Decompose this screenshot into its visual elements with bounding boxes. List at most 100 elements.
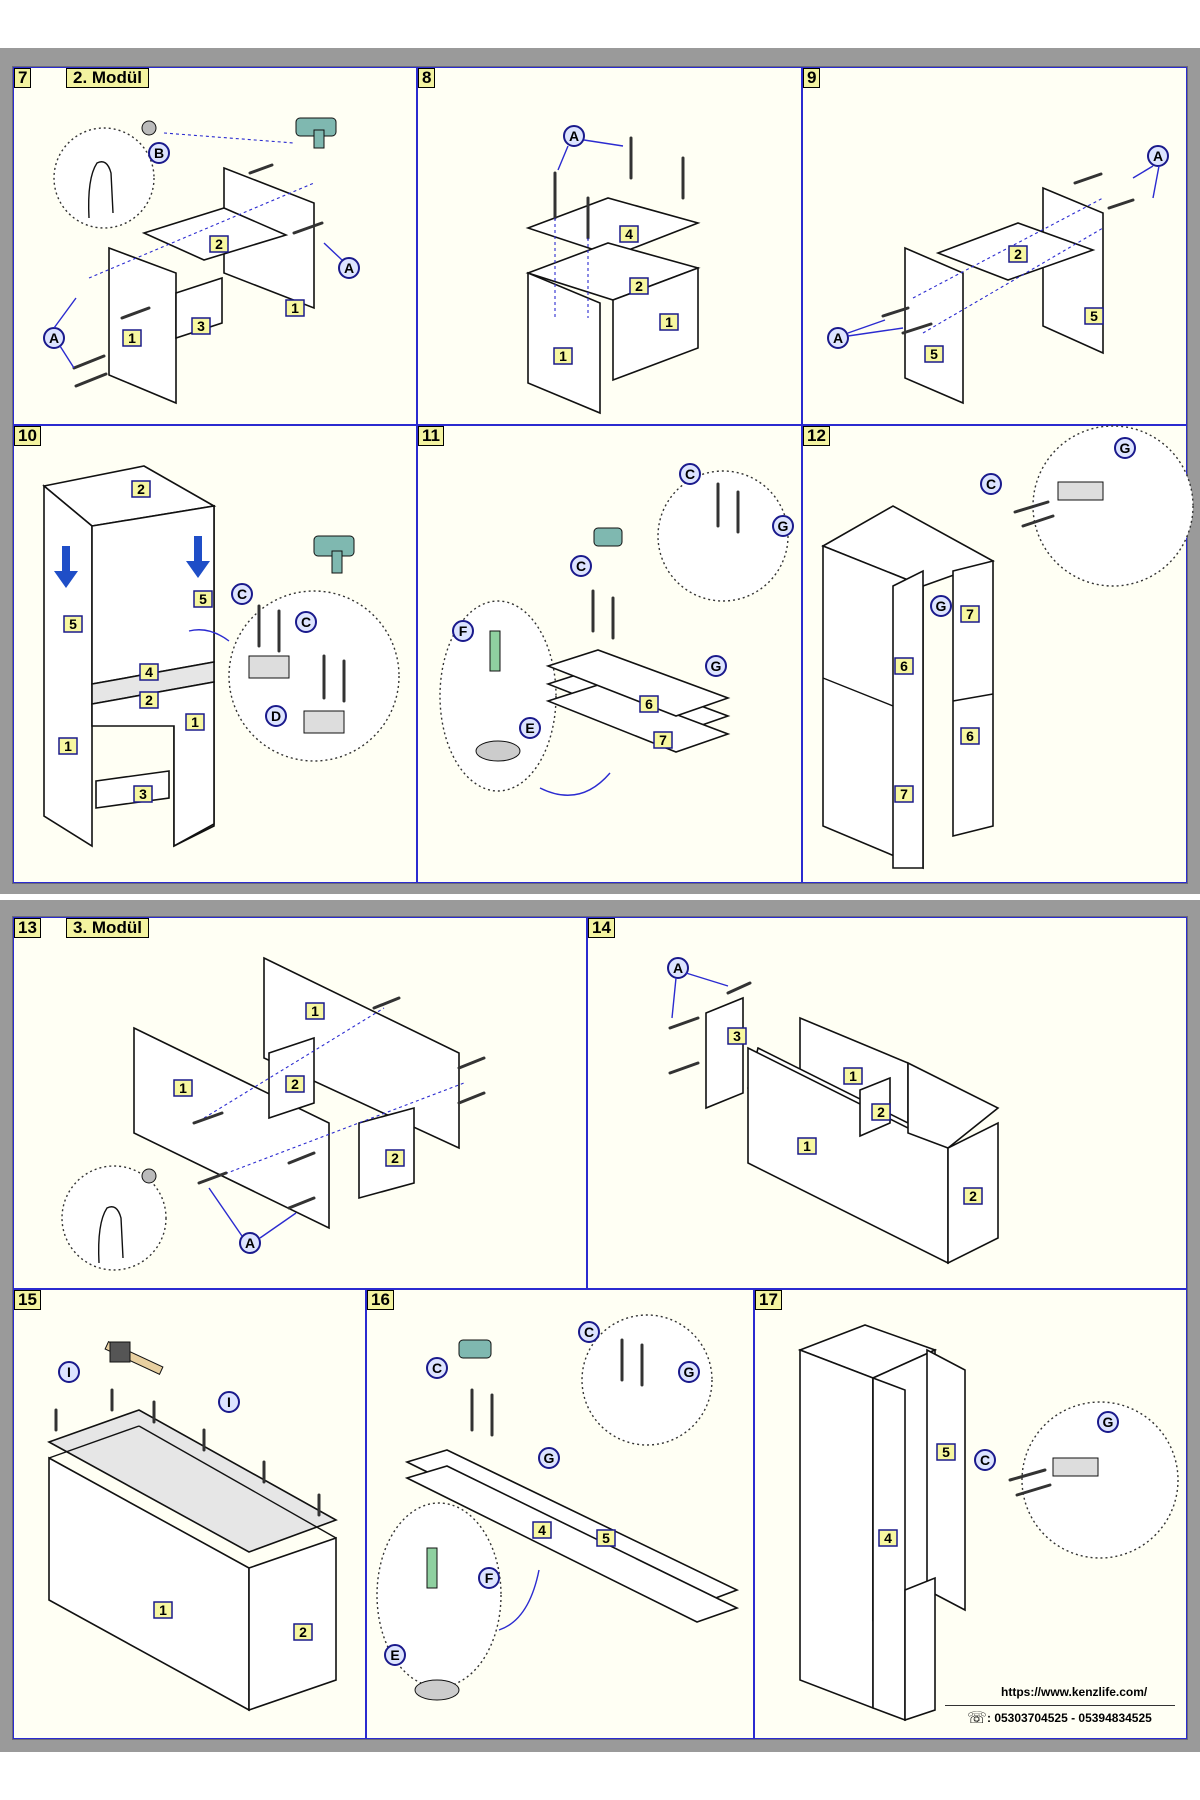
svg-text:2: 2 — [215, 236, 223, 252]
part-number-2: 2 — [285, 1075, 305, 1093]
hardware-tag-e: E — [519, 717, 541, 739]
top-panel-2 — [141, 207, 289, 261]
svg-text:6: 6 — [645, 696, 653, 712]
step-panel-7: 7 2. Modül B A A — [13, 67, 417, 425]
door-panel-5 — [926, 1348, 966, 1612]
step-panel-16: 16 C C G G F E 5 4 — [366, 1289, 754, 1739]
part-number-2: 2 — [629, 277, 649, 295]
svg-text:5: 5 — [199, 591, 207, 607]
step-panel-13: 13 3. Modül A — [13, 917, 587, 1289]
part-number-7: 7 — [960, 605, 980, 623]
hardware-tag-g: G — [538, 1447, 560, 1469]
step-number: 10 — [14, 426, 41, 446]
part-number-6: 6 — [894, 657, 914, 675]
hardware-tag-a: A — [1147, 145, 1169, 167]
part-number-1: 1 — [173, 1079, 193, 1097]
svg-text:C: C — [576, 558, 586, 574]
svg-text:2: 2 — [291, 1076, 299, 1092]
website-url[interactable]: https://www.kenzlife.com/ — [1001, 1685, 1148, 1699]
svg-text:1: 1 — [665, 314, 673, 330]
hardware-tag-c: C — [231, 583, 253, 605]
zoom-callout-hinge — [1021, 1401, 1179, 1559]
svg-text:E: E — [525, 720, 534, 736]
part-number-1: 1 — [153, 1601, 173, 1619]
part-number-3: 3 — [133, 785, 153, 803]
end-panel-3 — [705, 996, 744, 1110]
step-number: 12 — [803, 426, 830, 446]
svg-text:5: 5 — [942, 1444, 950, 1460]
svg-text:6: 6 — [900, 658, 908, 674]
part-number-4: 4 — [139, 663, 159, 681]
step-number: 7 — [14, 68, 32, 88]
step-panel-17: 17 C G 4 5 https://www.kenzlife.com/ ☏ — [754, 1289, 1187, 1739]
zoom-callout-hinge — [581, 1314, 713, 1446]
phone-numbers[interactable]: : 05303704525 - 05394834525 — [987, 1711, 1152, 1725]
hardware-tag-a: A — [239, 1232, 261, 1254]
part-number-1: 1 — [285, 299, 305, 317]
part-number-1: 1 — [185, 713, 205, 731]
svg-text:2: 2 — [877, 1104, 885, 1120]
footer-rule — [945, 1705, 1175, 1706]
module-label: 2. Modül — [66, 68, 149, 88]
hardware-tag-e: E — [384, 1644, 406, 1666]
svg-text:F: F — [485, 1570, 494, 1586]
svg-text:B: B — [154, 145, 164, 161]
svg-text:A: A — [1153, 148, 1163, 164]
svg-text:3: 3 — [197, 318, 205, 334]
step-number: 16 — [367, 1290, 394, 1310]
part-number-5: 5 — [936, 1443, 956, 1461]
step-14-illustration: A 3 1 2 1 2 — [667, 957, 1000, 1265]
part-number-2: 2 — [209, 235, 229, 253]
part-number-4: 4 — [878, 1529, 898, 1547]
part-number-5: 5 — [924, 345, 944, 363]
module-label: 3. Modül — [66, 918, 149, 938]
svg-text:G: G — [936, 598, 947, 614]
door-top — [545, 649, 731, 717]
step-13-illustration: A 1 1 2 2 — [61, 956, 486, 1271]
step-16-illustration: C C G G F E 5 4 — [376, 1314, 740, 1701]
step-panel-15: 15 I I 1 2 — [13, 1289, 366, 1739]
side-panel-1 — [527, 271, 601, 415]
step-number: 17 — [755, 1290, 782, 1310]
svg-text:I: I — [227, 1394, 231, 1410]
side-panel-1a — [108, 246, 177, 405]
part-number-4: 4 — [532, 1521, 552, 1539]
svg-text:2: 2 — [1014, 246, 1022, 262]
sheet-inner: 7 2. Modül B A A — [12, 66, 1194, 884]
part-number-7: 7 — [894, 785, 914, 803]
hardware-tag-g: G — [1097, 1411, 1119, 1433]
svg-text:C: C — [301, 614, 311, 630]
door-panel-4 — [872, 1376, 906, 1722]
svg-text:2: 2 — [137, 481, 145, 497]
svg-text:5: 5 — [930, 346, 938, 362]
hardware-tag-a: A — [43, 327, 65, 349]
hardware-tag-f: F — [452, 620, 474, 642]
long-panel-1a — [133, 1026, 330, 1230]
side-panel-5b — [1042, 186, 1104, 355]
hardware-tag-f: F — [478, 1567, 500, 1589]
side-panel-5a — [904, 246, 964, 405]
door-panel-4 — [404, 1465, 740, 1623]
svg-text:2: 2 — [391, 1150, 399, 1166]
part-number-5: 5 — [1084, 307, 1104, 325]
hardware-tag-c: C — [570, 555, 592, 577]
svg-text:1: 1 — [849, 1068, 857, 1084]
svg-text:C: C — [432, 1360, 442, 1376]
svg-text:1: 1 — [291, 300, 299, 316]
sheet-inner: 13 3. Modül A — [12, 916, 1188, 1740]
svg-text:1: 1 — [159, 1602, 167, 1618]
svg-text:C: C — [980, 1452, 990, 1468]
svg-text:G: G — [1120, 440, 1131, 456]
svg-text:A: A — [344, 260, 354, 276]
step-number: 15 — [14, 1290, 41, 1310]
svg-text:1: 1 — [179, 1080, 187, 1096]
svg-text:1: 1 — [64, 738, 72, 754]
hardware-tag-a: A — [827, 327, 849, 349]
assembly-sheet-module-3: 13 3. Modül A — [0, 900, 1200, 1752]
hardware-tag-g: G — [1114, 437, 1136, 459]
svg-text:4: 4 — [538, 1522, 546, 1538]
step-panel-11: 11 F E C C G G 6 — [417, 425, 802, 883]
side-panel-1b — [612, 266, 699, 382]
part-number-2: 2 — [871, 1103, 891, 1121]
step-panel-12: 12 C G G 6 7 6 7 — [802, 425, 1194, 883]
